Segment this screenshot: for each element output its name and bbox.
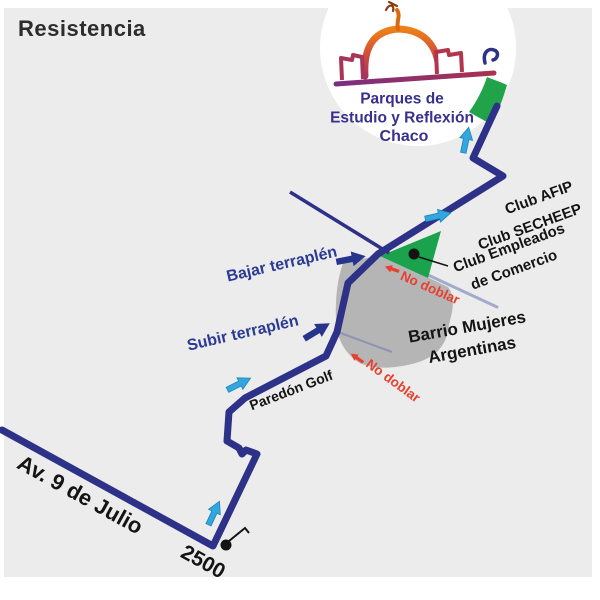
club-leader-line	[418, 256, 449, 267]
city-title: Resistencia	[18, 16, 146, 41]
park-green-strip	[469, 77, 507, 124]
park-logo-icon	[333, 0, 500, 87]
terraplen-line	[289, 190, 390, 255]
side-road-line	[337, 331, 393, 353]
barrio-area	[335, 255, 453, 368]
logo-text-line3: Chaco	[379, 128, 429, 145]
address-leader-line	[228, 526, 250, 542]
logo-text-line1: Parques de	[360, 90, 444, 108]
address-location-dot	[220, 539, 232, 551]
logo-text-line2: Estudio y Reflexión	[330, 109, 474, 127]
club-location-dot	[408, 248, 420, 260]
logo-background-circle	[320, 0, 516, 146]
